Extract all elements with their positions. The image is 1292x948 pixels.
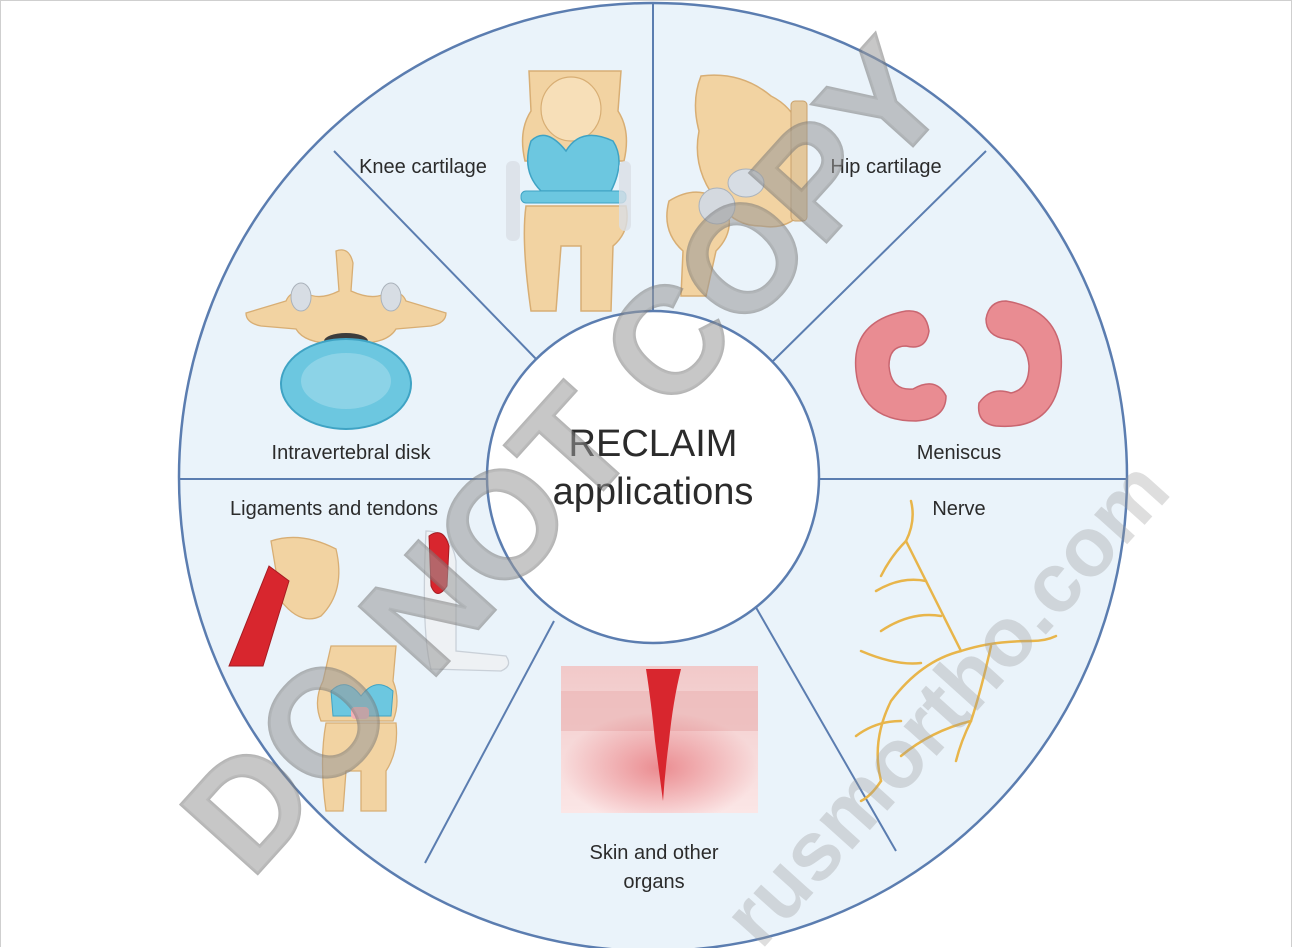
label-knee-cartilage: Knee cartilage: [359, 156, 487, 178]
label-skin-line1: Skin and other: [590, 842, 719, 864]
label-meniscus: Meniscus: [917, 442, 1001, 464]
skin-wound-icon: [561, 666, 758, 813]
label-intravertebral-disk: Intravertebral disk: [272, 442, 432, 464]
label-nerve: Nerve: [932, 498, 985, 520]
label-skin-line2: organs: [623, 871, 684, 893]
